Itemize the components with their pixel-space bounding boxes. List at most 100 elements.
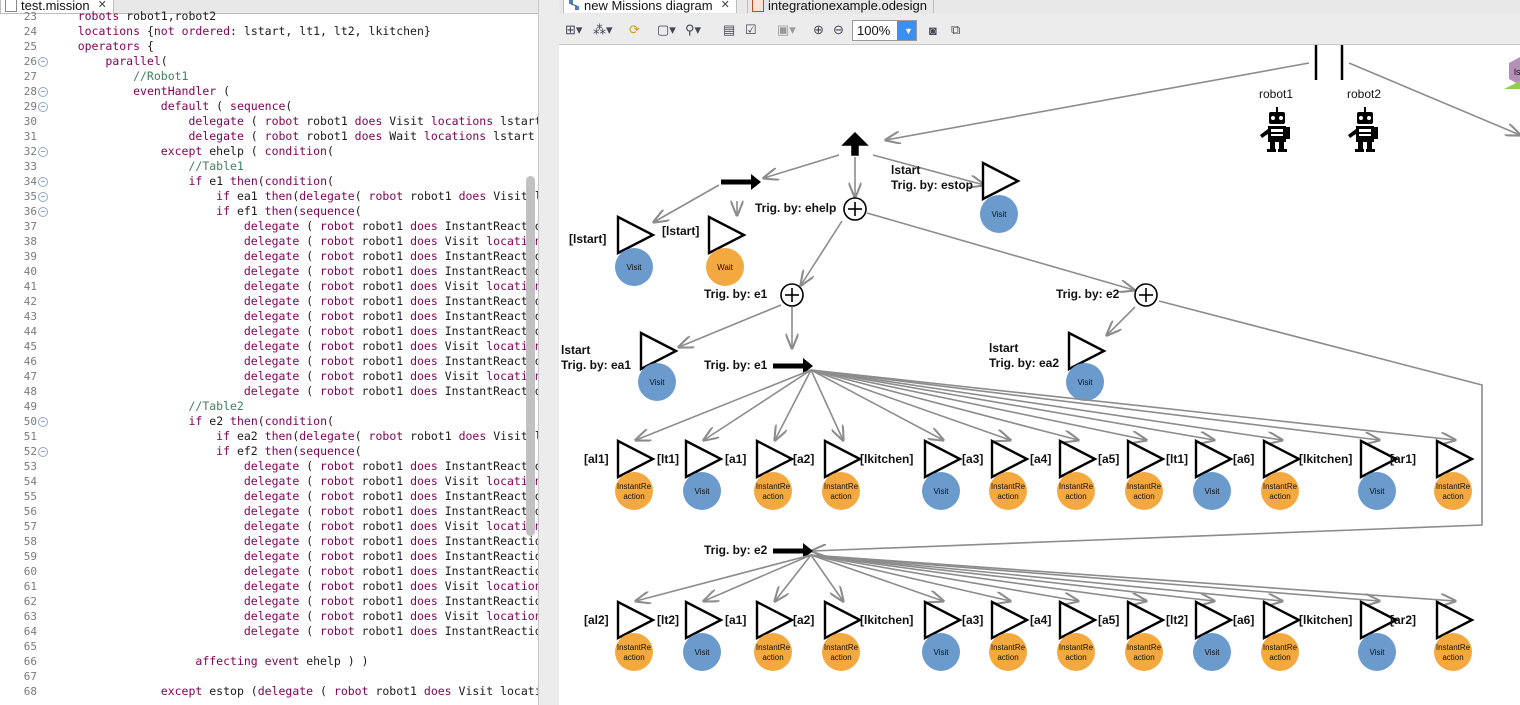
fold-toggle-icon[interactable]: −: [38, 57, 48, 67]
instant-reaction-node[interactable]: [1125, 472, 1163, 510]
code-line[interactable]: 47 delegate ( robot robot1 does Visit lo…: [0, 369, 538, 384]
code-line[interactable]: 35− if ea1 then(delegate( robot robot1 d…: [0, 189, 538, 204]
code-line[interactable]: 38 delegate ( robot robot1 does Visit lo…: [0, 234, 538, 249]
task-triangle[interactable]: [707, 215, 747, 255]
task-triangle[interactable]: [1359, 600, 1399, 640]
sequence-arrow-icon[interactable]: [773, 358, 813, 374]
code-line[interactable]: 52− if ef2 then(sequence(: [0, 444, 525, 459]
code-line[interactable]: 23 robots robot1,robot2: [0, 9, 525, 24]
task-triangle[interactable]: [823, 439, 863, 479]
code-line[interactable]: 28− eventHandler (: [0, 84, 525, 99]
camera-icon[interactable]: ◙: [929, 22, 937, 38]
instant-reaction-node[interactable]: [1057, 633, 1095, 671]
code-line[interactable]: 48 delegate ( robot robot1 does InstantR…: [0, 384, 538, 399]
fold-toggle-icon[interactable]: −: [38, 102, 48, 112]
code-line[interactable]: 60 delegate ( robot robot1 does InstantR…: [0, 564, 538, 579]
code-line[interactable]: 56 delegate ( robot robot1 does InstantR…: [0, 504, 538, 519]
sequence-arrow-icon[interactable]: [773, 543, 813, 559]
code-line[interactable]: 49 //Table2: [0, 399, 525, 414]
visit-task-node[interactable]: [683, 633, 721, 671]
vertical-scrollbar[interactable]: [526, 176, 535, 536]
code-line[interactable]: 34− if e1 then(condition(: [0, 174, 525, 189]
code-line[interactable]: 62 delegate ( robot robot1 does InstantR…: [0, 594, 538, 609]
tab-odesign[interactable]: integrationexample.odesign: [747, 0, 934, 13]
code-line[interactable]: 59 delegate ( robot robot1 does InstantR…: [0, 549, 538, 564]
task-triangle[interactable]: [1194, 600, 1234, 640]
code-line[interactable]: 41 delegate ( robot robot1 does Visit lo…: [0, 279, 538, 294]
visit-task-node[interactable]: [922, 472, 960, 510]
code-line[interactable]: 33 //Table1: [0, 159, 525, 174]
code-line[interactable]: 36− if ef1 then(sequence(: [0, 204, 525, 219]
task-triangle[interactable]: [1359, 439, 1399, 479]
code-line[interactable]: 31 delegate ( robot robot1 does Wait loc…: [0, 129, 535, 144]
close-icon[interactable]: ✕: [97, 0, 107, 11]
code-line[interactable]: 65: [0, 639, 525, 654]
code-line[interactable]: 53 delegate ( robot robot1 does InstantR…: [0, 459, 538, 474]
code-line[interactable]: 30 delegate ( robot robot1 does Visit lo…: [0, 114, 538, 129]
task-triangle[interactable]: [755, 600, 795, 640]
code-line[interactable]: 50− if e2 then(condition(: [0, 414, 525, 429]
code-line[interactable]: 42 delegate ( robot robot1 does InstantR…: [0, 294, 538, 309]
code-line[interactable]: 61 delegate ( robot robot1 does Visit lo…: [0, 579, 538, 594]
task-triangle[interactable]: [1262, 600, 1302, 640]
zoom-in-icon[interactable]: ⊕: [813, 22, 824, 37]
sequence-arrow-icon[interactable]: [721, 174, 761, 190]
task-triangle[interactable]: [1058, 600, 1098, 640]
visit-task-node[interactable]: [1193, 472, 1231, 510]
instant-reaction-node[interactable]: [1434, 472, 1472, 510]
chevron-down-icon[interactable]: ▼: [897, 21, 916, 40]
code-line[interactable]: 29− default ( sequence(: [0, 99, 525, 114]
fold-toggle-icon[interactable]: −: [38, 447, 48, 457]
tab-test-mission[interactable]: test.mission ✕: [0, 0, 114, 13]
layers-icon[interactable]: ▤: [723, 22, 736, 37]
visit-task-node[interactable]: [615, 248, 653, 286]
diagram-canvas[interactable]: robot1robot2lstaTrig. by: ehelplstartTri…: [559, 45, 1520, 705]
task-triangle[interactable]: [923, 600, 963, 640]
fold-toggle-icon[interactable]: −: [38, 147, 48, 157]
code-line[interactable]: 24 locations {not ordered: lstart, lt1, …: [0, 24, 525, 39]
instant-reaction-node[interactable]: [1261, 472, 1299, 510]
code-line[interactable]: 26− parallel(: [0, 54, 525, 69]
code-line[interactable]: 44 delegate ( robot robot1 does InstantR…: [0, 324, 538, 339]
code-line[interactable]: 43 delegate ( robot robot1 does InstantR…: [0, 309, 538, 324]
export-icon[interactable]: ⧉: [951, 22, 961, 37]
code-line[interactable]: 68 except estop (delegate ( robot robot1…: [0, 684, 538, 699]
robot1-icon[interactable]: [1260, 107, 1290, 152]
code-line[interactable]: 54 delegate ( robot robot1 does Visit lo…: [0, 474, 538, 489]
fold-toggle-icon[interactable]: −: [38, 192, 48, 202]
visit-task-node[interactable]: [638, 363, 676, 401]
instant-reaction-node[interactable]: [1261, 633, 1299, 671]
robot2-icon[interactable]: [1348, 107, 1378, 152]
instant-reaction-node[interactable]: [822, 633, 860, 671]
code-line[interactable]: 39 delegate ( robot robot1 does InstantR…: [0, 249, 538, 264]
task-triangle[interactable]: [755, 439, 795, 479]
refresh-icon[interactable]: ⟳: [629, 22, 640, 37]
visit-task-node[interactable]: [683, 472, 721, 510]
instant-reaction-node[interactable]: [989, 472, 1027, 510]
code-line[interactable]: 58 delegate ( robot robot1 does InstantR…: [0, 534, 538, 549]
visit-task-node[interactable]: [922, 633, 960, 671]
instant-reaction-node[interactable]: [615, 472, 653, 510]
task-triangle[interactable]: [1126, 600, 1166, 640]
code-line[interactable]: 55 delegate ( robot robot1 does InstantR…: [0, 489, 538, 504]
task-triangle[interactable]: [684, 600, 724, 640]
task-triangle[interactable]: [823, 600, 863, 640]
code-line[interactable]: 63 delegate ( robot robot1 does Visit lo…: [0, 609, 538, 624]
code-line[interactable]: 25 operators {: [0, 39, 525, 54]
arrange-icon[interactable]: ⁂▾: [593, 22, 613, 37]
fold-toggle-icon[interactable]: −: [38, 417, 48, 427]
code-line[interactable]: 46 delegate ( robot robot1 does InstantR…: [0, 354, 538, 369]
diagram-editor[interactable]: new Missions diagram ✕ integrationexampl…: [559, 0, 1520, 705]
code-line[interactable]: 51 if ea2 then(delegate( robot robot1 do…: [0, 429, 538, 444]
fold-toggle-icon[interactable]: −: [38, 177, 48, 187]
code-line[interactable]: 37 delegate ( robot robot1 does InstantR…: [0, 219, 538, 234]
task-triangle[interactable]: [639, 331, 679, 371]
task-triangle[interactable]: [1194, 439, 1234, 479]
task-triangle[interactable]: [923, 439, 963, 479]
code-line[interactable]: 64 delegate ( robot robot1 does InstantR…: [0, 624, 538, 639]
task-triangle[interactable]: [981, 161, 1021, 201]
instant-reaction-node[interactable]: [989, 633, 1027, 671]
instant-reaction-node[interactable]: [615, 633, 653, 671]
fold-toggle-icon[interactable]: −: [38, 207, 48, 217]
